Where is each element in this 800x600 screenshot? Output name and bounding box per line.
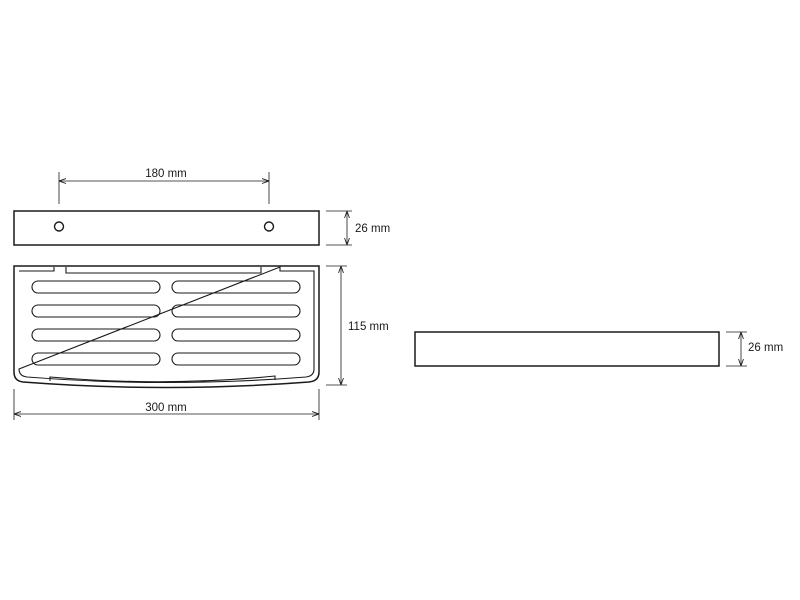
tray-depth-dimension [326,265,347,386]
drainage-slot [171,328,301,342]
front-height-label: 26 mm [355,223,390,235]
tray-length-label: 300 mm [145,402,187,414]
drainage-slot [31,328,161,342]
front-rail-outline [13,210,320,246]
drainage-slot [171,304,301,318]
drainage-slots [31,280,301,366]
drainage-slot [171,280,301,294]
mounting-hole-right [263,221,275,232]
side-height-dimension [726,331,747,367]
tray-depth-label: 115 mm [348,321,389,333]
tray-outer-outline [13,265,320,389]
front-view [13,210,320,246]
hole-spacing-dimension [58,172,270,204]
side-height-label: 26 mm [748,342,783,354]
tray-length-dimension [13,389,320,420]
side-profile-outline [414,331,720,367]
drainage-slot [31,304,161,318]
front-height-dimension [326,210,352,246]
tray-front-lip [49,375,276,383]
hole-spacing-label: 180 mm [145,168,187,180]
mounting-hole-left [53,221,65,232]
drainage-slot [31,280,161,294]
tray-inner-outline [18,266,315,384]
drainage-slot [171,352,301,366]
top-view [13,265,320,389]
drainage-slot [31,352,161,366]
side-view [414,331,720,367]
